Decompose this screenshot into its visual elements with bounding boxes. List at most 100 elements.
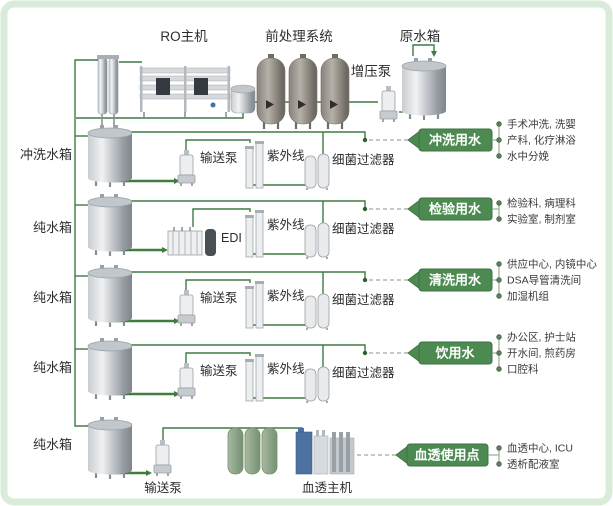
arrow [174,178,180,184]
use-point: DSA导管清洗间 [507,274,581,287]
badge-test-water: 检验用水 [407,197,493,221]
transfer-pump-glyph [153,439,172,477]
uv-sterilizer-glyph [244,209,265,258]
bullet-dot [496,445,502,451]
use-point: 手术冲洗, 洗婴 [507,118,576,131]
arrow-raw-inlet [431,51,437,57]
tank-label: 冲洗水箱 [20,147,72,162]
row-drinking-water: 纯水箱 输送泵 紫外线 细菌过滤器 饮用水 办公区, 护士站 开水间, 煎药房 … [33,331,576,404]
use-point: 产科, 化疗淋浴 [507,134,576,147]
filter-label: 细菌过滤器 [332,293,395,307]
softener-column-glyph [261,427,278,475]
uv-label: 紫外线 [267,362,305,376]
pure-tank-glyph [86,415,134,481]
pipe-pump-to-uv [185,139,251,152]
bullet-dot [496,261,502,267]
badge-label: 血透使用点 [414,448,479,463]
pipe-manifold [90,200,366,209]
pure-tank-glyph [86,263,134,329]
pipe-manifold [90,131,366,140]
filter-label: 细菌过滤器 [332,366,395,380]
pump-label: 输送泵 [200,290,238,305]
badge-arrow [407,130,421,150]
bullet-dot [496,366,502,372]
bacteria-filter-glyph [304,153,330,191]
use-point: 开水间, 煎药房 [507,347,576,360]
use-point: 供应中心, 内镜中心 [507,258,597,271]
pretreatment-vessel-glyph [319,52,351,131]
pure-tank-glyph [86,336,134,402]
pipe-end-dot [362,137,368,143]
transfer-pump-glyph [177,149,196,187]
uv-sterilizer-glyph [244,280,265,329]
badge-label: 检验用水 [429,202,482,217]
pipe-manifold [90,344,366,353]
pipe-raw-inlet [412,44,435,56]
label-pretreatment: 前处理系统 [265,28,333,44]
badge-arrow [407,199,421,219]
bullet-dot [496,153,502,159]
filter-label: 细菌过滤器 [332,222,395,236]
label-raw-tank: 原水箱 [400,29,441,44]
pump-label: 输送泵 [200,150,238,165]
pipe-spine [74,59,99,427]
use-point: 水中分娩 [507,150,549,163]
badge-hemodialysis-points: 血透使用点 [395,443,489,467]
pump-label: 输送泵 [144,480,182,495]
bullet-dot [496,334,502,340]
pump-label: 输送泵 [200,363,238,378]
bacteria-filter-glyph [304,222,330,260]
pipe-edi-to-uv [192,208,251,227]
badge-arrow [407,270,421,290]
pipe-manifold [90,271,366,280]
transfer-pump-glyph [177,362,196,400]
pipe-end-dot [362,350,368,356]
bullet-dot [496,137,502,143]
tank-label: 纯水箱 [33,360,72,375]
badge-label: 清洗用水 [429,273,482,288]
bullet-dot [496,350,502,356]
uv-sterilizer-glyph [244,353,265,402]
dialysis-machine-glyph [295,428,355,475]
badge-arrow [395,445,409,465]
bullet-dot [496,277,502,283]
use-point: 办公区, 护士站 [507,331,576,344]
uv-label: 紫外线 [267,218,305,232]
label-ro-unit: RO主机 [160,29,208,44]
membrane-filter-pair-glyph [97,55,119,128]
use-point: 检验科, 病理科 [507,197,576,210]
bullet-dot [496,293,502,299]
booster-pump-glyph [379,85,398,123]
use-point: 血透中心, ICU [507,442,573,455]
pipe-ro-feed [76,113,244,119]
edi-label: EDI [221,231,242,245]
arrow [174,318,180,324]
use-point: 实验室, 制剂室 [507,213,576,226]
uv-label: 紫外线 [267,289,305,303]
uv-label: 紫外线 [267,149,305,163]
row-flush-water: 冲洗水箱 输送泵 紫外线 细菌过滤器 冲洗用水 手术冲洗, 洗婴 产科, 化疗淋… [20,118,576,191]
raw-water-tank-glyph [400,56,448,122]
badge-cleaning-water: 清洗用水 [407,268,493,292]
pipe-pump-to-uv [185,279,251,292]
flush-tank-glyph [86,123,134,189]
ro-unit-glyph [139,66,231,117]
badge-label: 冲洗用水 [429,133,482,148]
arrow [174,391,180,397]
badge-drinking-water: 饮用水 [407,341,493,365]
pure-tank-glyph [86,192,134,258]
row-hemodialysis: 纯水箱 输送泵 血透主机 血透使用点 血透中心, ICU 透析配液室 [33,415,573,495]
badge-flush-water: 冲洗用水 [407,128,493,152]
bullet-dot [496,121,502,127]
arrow [146,470,152,476]
row-cleaning-water: 纯水箱 输送泵 紫外线 细菌过滤器 清洗用水 供应中心, 内镜中心 DSA导管清… [33,258,597,331]
bacteria-filter-glyph [304,293,330,331]
arrow [162,247,168,253]
machine-label: 血透主机 [302,481,353,495]
use-point: 口腔科 [507,363,539,376]
tank-label: 纯水箱 [33,437,72,452]
edi-unit-glyph [167,226,217,257]
tank-label: 纯水箱 [33,290,72,305]
